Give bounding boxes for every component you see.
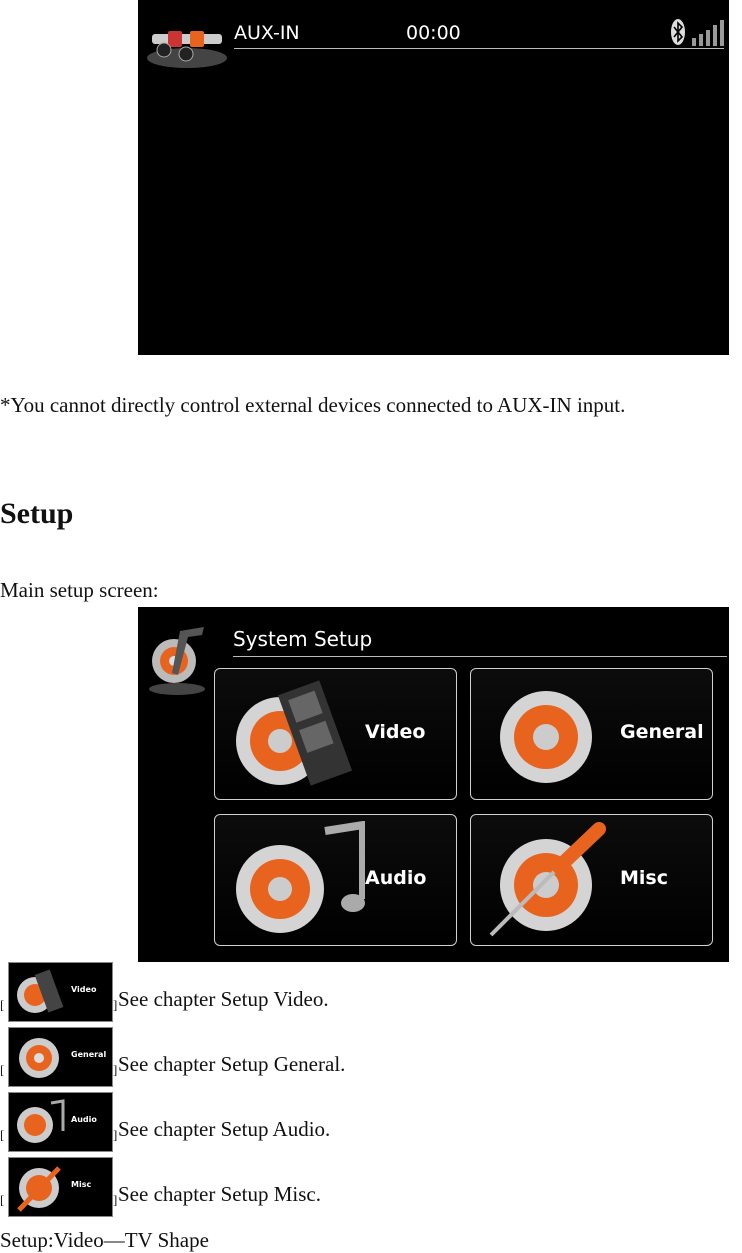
video-tile[interactable]: Video [214,668,457,800]
bracket-close: ] [113,1127,118,1142]
ref-text: See chapter Setup General. [118,1052,346,1076]
bracket-open: [ [0,1062,5,1077]
thumbnail-label: Misc [71,1180,92,1189]
section-title: Setup [0,497,74,530]
time-display: 00:00 [406,22,461,44]
divider [234,48,724,49]
aux-in-screen: AUX-IN 00:00 [138,0,729,355]
setup-gear-hammer-icon [149,627,205,695]
bracket-open: [ [0,1127,5,1142]
misc-tile[interactable]: Misc [470,814,713,946]
setup-title: System Setup [233,627,373,651]
gear-film-icon [236,680,353,786]
bracket-close: ] [113,997,118,1012]
tile-label: Audio [365,867,427,889]
video-thumbnail: Video [8,962,113,1022]
gear-film-icon [17,969,64,1013]
system-setup-screen: System Setup Video General Audio [138,607,729,962]
bracket-open: [ [0,997,5,1012]
aux-note: *You cannot directly control external de… [0,393,626,417]
general-thumbnail: General [8,1027,113,1087]
thumbnail-label: General [71,1050,107,1059]
rca-plug-icon [147,31,227,68]
thumbnail-label: Audio [71,1115,97,1124]
bluetooth-icon [671,19,685,45]
signal-strength-icon [692,20,724,46]
bracket-close: ] [113,1192,118,1207]
tile-label: Misc [620,867,668,889]
general-tile[interactable]: General [470,668,713,800]
source-label: AUX-IN [234,22,300,44]
ref-text: See chapter Setup Audio. [118,1117,331,1141]
gear-screwdriver-icon [489,822,606,937]
intro-text: Main setup screen: [0,578,159,602]
gear-music-icon [236,821,365,933]
audio-thumbnail: Audio [8,1092,113,1152]
gear-icon [500,691,592,783]
footer-heading: Setup:Video—TV Shape [0,1228,209,1252]
thumbnail-label: Video [71,985,97,994]
bracket-close: ] [113,1062,118,1077]
tile-label: General [620,721,704,743]
gear-music-icon [17,1099,65,1143]
divider [233,656,727,657]
gear-screwdriver-icon [17,1166,61,1212]
gear-icon [19,1038,59,1078]
bracket-open: [ [0,1192,5,1207]
misc-thumbnail: Misc [8,1157,113,1217]
tile-label: Video [365,721,426,743]
ref-text: See chapter Setup Misc. [118,1182,321,1206]
audio-tile[interactable]: Audio [214,814,457,946]
ref-text: See chapter Setup Video. [118,987,329,1011]
